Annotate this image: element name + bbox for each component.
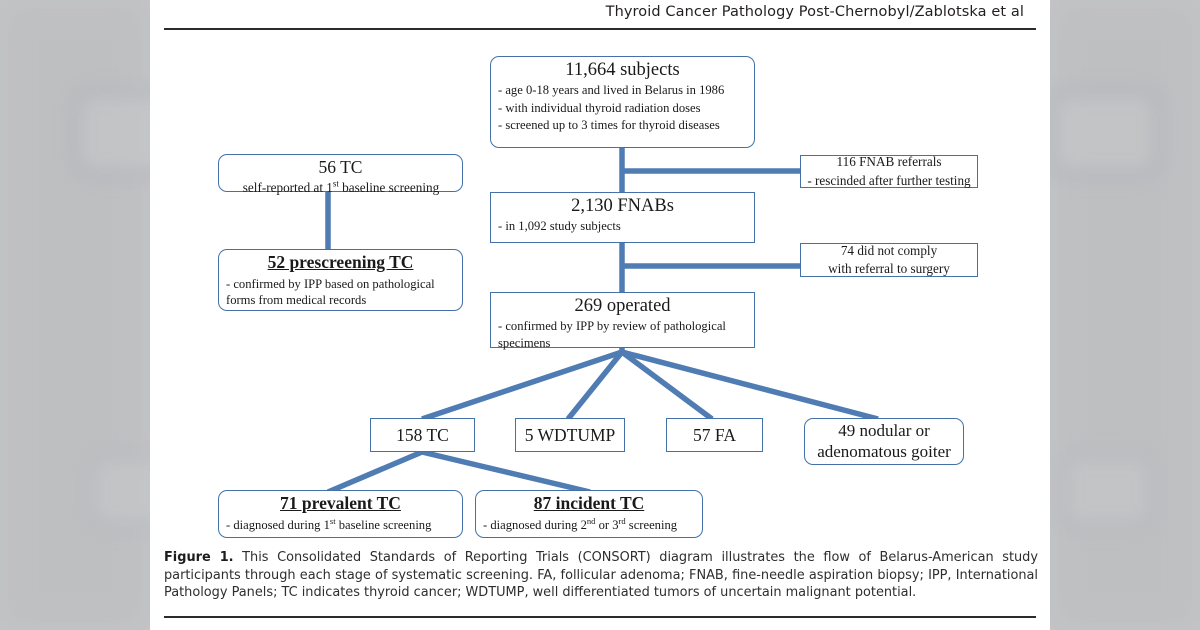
box-fnab-referrals-line-2: - rescinded after further testing	[807, 172, 971, 188]
box-self-reported-tc: 56 TC self-reported at 1st baseline scre…	[218, 154, 463, 195]
box-subjects-line-3: - screened up to 3 times for thyroid dis…	[498, 118, 720, 133]
subtitle-superscript: st	[332, 178, 339, 189]
box-operated-line-1: - confirmed by IPP by review of patholog…	[498, 318, 726, 350]
header-rule	[164, 28, 1036, 30]
sub-superscript: st	[329, 515, 336, 526]
sub-pre: - diagnosed during 1	[226, 517, 330, 532]
sub-post: screening	[625, 517, 678, 532]
box-wdtump-5-label: 5 WDTUMP	[524, 424, 616, 445]
box-fnab-referrals: 116 FNAB referrals - rescinded after fur…	[800, 154, 978, 188]
box-subjects-title: 11,664 subjects	[565, 60, 680, 80]
box-incident-tc-subtitle: - diagnosed during 2nd or 3rd screening	[476, 514, 702, 534]
box-tc-158: 158 TC	[370, 418, 475, 452]
sub-pre: - diagnosed during 2	[483, 517, 587, 532]
box-goiter-49-line-2: adenomatous goiter	[817, 441, 951, 461]
box-goiter-49-line-1: 49 nodular or	[838, 421, 930, 441]
footer-rule	[164, 616, 1036, 618]
sub-superscript-2: rd	[618, 515, 626, 526]
box-fa-57-label: 57 FA	[693, 424, 736, 445]
box-subjects: 11,664 subjects - age 0-18 years and liv…	[490, 56, 755, 148]
subtitle-post: baseline screening	[338, 179, 440, 195]
box-incident-tc: 87 incident TC - diagnosed during 2nd or…	[475, 490, 703, 538]
figure-caption: Figure 1. This Consolidated Standards of…	[164, 549, 1038, 602]
box-incident-tc-title: 87 incident TC	[533, 493, 645, 513]
running-head: Thyroid Cancer Pathology Post-Chernobyl/…	[605, 4, 1024, 20]
figure-caption-text: This Consolidated Standards of Reporting…	[164, 550, 1038, 601]
box-operated: 269 operated - confirmed by IPP by revie…	[490, 292, 755, 350]
connector-lines	[325, 148, 879, 495]
sub-mid: or 3	[595, 517, 619, 532]
box-fa-57: 57 FA	[666, 418, 763, 452]
sub-post: baseline screening	[335, 517, 432, 532]
box-fnab-referrals-line-1: 116 FNAB referrals	[836, 154, 942, 170]
box-prevalent-tc-title: 71 prevalent TC	[280, 493, 401, 513]
box-prescreening-tc: 52 prescreening TC - confirmed by IPP ba…	[218, 249, 463, 311]
box-not-comply-line-1: 74 did not comply	[840, 242, 938, 258]
box-prescreening-tc-title: 52 prescreening TC	[267, 252, 414, 272]
box-operated-title: 269 operated	[574, 296, 671, 316]
box-fnabs: 2,130 FNABs - in 1,092 study subjects	[490, 192, 755, 243]
box-self-reported-tc-title: 56 TC	[318, 157, 363, 177]
box-prevalent-tc: 71 prevalent TC - diagnosed during 1st b…	[218, 490, 463, 538]
background-decoration	[1048, 88, 1162, 178]
box-not-comply-line-2: with referral to surgery	[828, 261, 950, 276]
box-not-comply: 74 did not comply with referral to surge…	[800, 243, 978, 277]
figure-caption-label: Figure 1.	[164, 550, 234, 565]
sub-superscript-1: nd	[586, 515, 596, 526]
subtitle-pre: self-reported at 1	[242, 179, 333, 195]
box-fnabs-line-1: - in 1,092 study subjects	[498, 218, 621, 233]
journal-page: Thyroid Cancer Pathology Post-Chernobyl/…	[150, 0, 1050, 630]
box-self-reported-tc-subtitle: self-reported at 1st baseline screening	[219, 178, 462, 197]
box-subjects-line-1: - age 0-18 years and lived in Belarus in…	[498, 82, 725, 97]
box-fnabs-title: 2,130 FNABs	[571, 196, 674, 216]
consort-diagram: 11,664 subjects - age 0-18 years and liv…	[150, 34, 1050, 546]
background-decoration	[1060, 452, 1156, 530]
box-prevalent-tc-subtitle: - diagnosed during 1st baseline screenin…	[219, 514, 462, 534]
box-prescreening-tc-line-1: - confirmed by IPP based on pathological…	[226, 276, 435, 308]
box-wdtump-5: 5 WDTUMP	[515, 418, 625, 452]
box-tc-158-label: 158 TC	[396, 424, 449, 445]
box-goiter-49: 49 nodular or adenomatous goiter	[804, 418, 964, 465]
box-subjects-line-2: - with individual thyroid radiation dose…	[498, 100, 701, 115]
